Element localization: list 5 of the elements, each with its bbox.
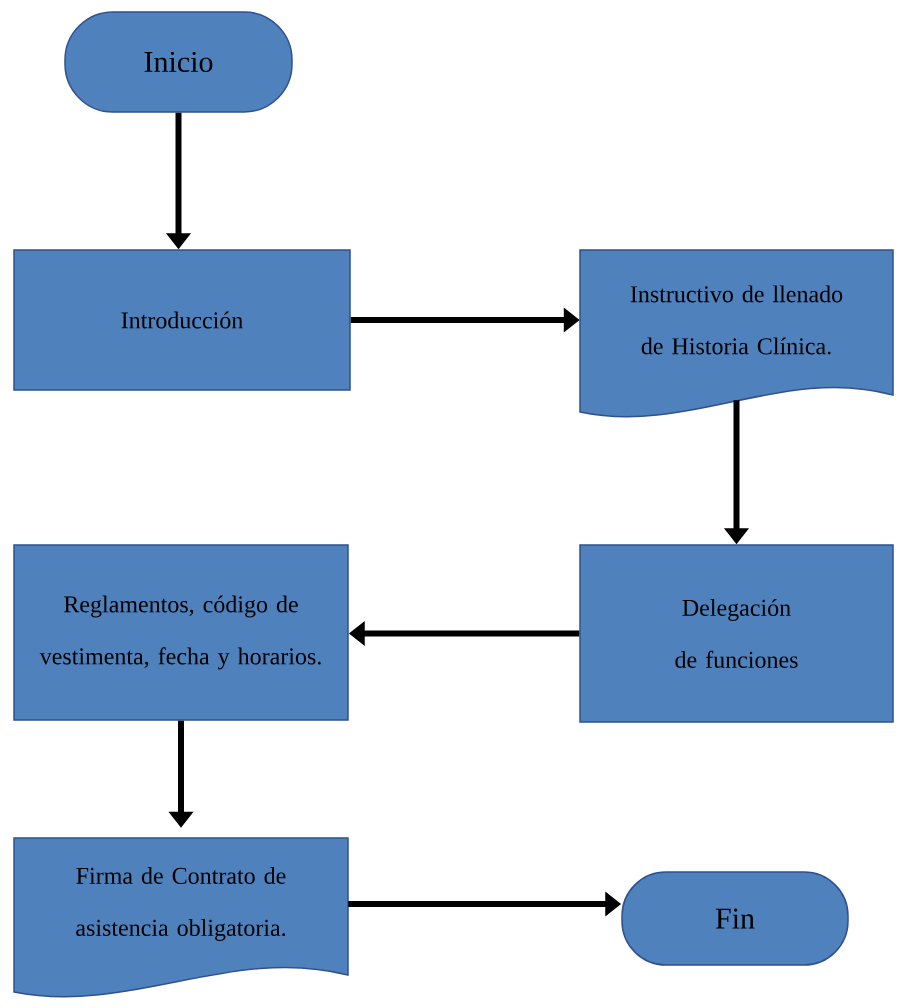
process-box: Reglamentos, código de vestimenta, fecha y horarios. [13, 544, 349, 721]
start-terminator: Inicio [64, 11, 293, 113]
end-terminator: Fin [621, 871, 849, 966]
process-box: Delegación de funciones [579, 544, 894, 723]
process-box: Introducción [13, 249, 351, 391]
